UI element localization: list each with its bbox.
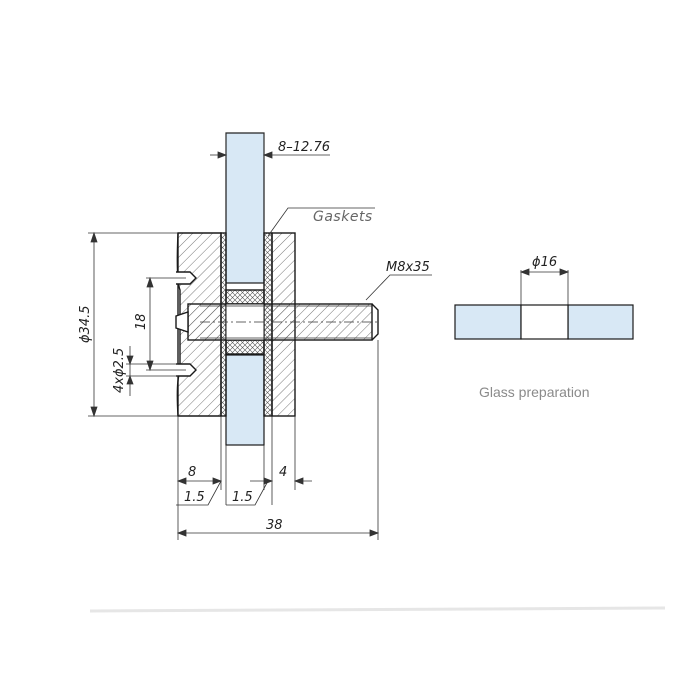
gaskets-label: Gaskets [313,209,373,225]
glass-pane [225,132,265,446]
left-gap-label: 1.5 [184,490,205,505]
glass-thickness-label: 8–12.76 [278,140,330,155]
glass-preparation-panel [454,304,634,340]
dimension-lines [88,133,570,540]
glass-preparation-caption: Glass preparation [479,384,590,400]
right-gap-label: 1.5 [232,490,253,505]
cap-width-label: 8 [188,465,196,480]
hole-diameter-label: ϕ16 [532,255,557,270]
holes-label: 4xϕ2.5 [112,348,127,393]
bolt [175,303,380,341]
hole-spacing-label: 18 [134,313,149,330]
total-length-label: 38 [266,518,283,533]
bolt-label: M8x35 [386,260,430,275]
back-plate-label: 4 [279,465,287,480]
outer-diameter-label: ϕ34.5 [78,305,93,343]
floor-line [89,606,666,613]
